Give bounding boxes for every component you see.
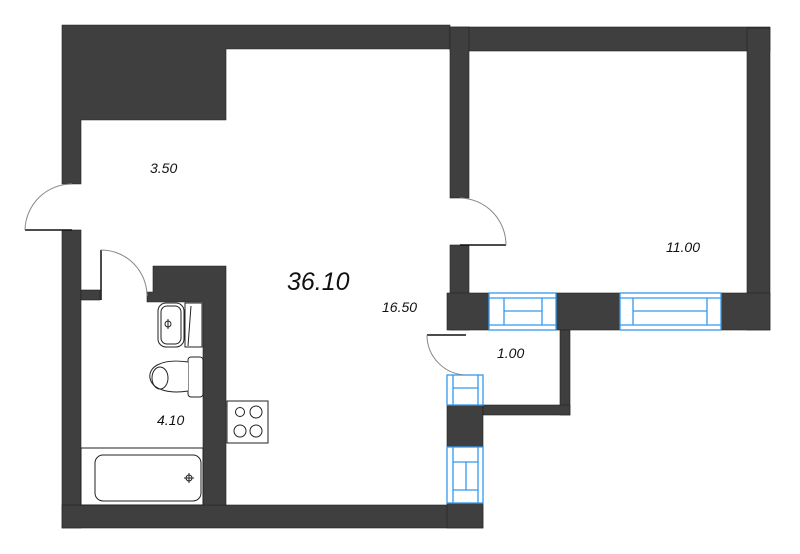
stove-icon <box>226 400 269 444</box>
window-icon <box>488 292 557 331</box>
room-area-bathroom: 4.10 <box>157 412 185 428</box>
windows <box>446 292 722 504</box>
window-icon <box>446 446 484 504</box>
window-icon <box>446 374 484 406</box>
window-icon <box>619 292 722 331</box>
front-door-icon <box>24 183 73 231</box>
toilet-icon <box>149 356 204 398</box>
interior-door-icon <box>459 197 507 246</box>
fixtures <box>80 302 269 506</box>
room-area-living-kitchen: 16.50 <box>382 299 418 315</box>
sink-icon <box>157 302 203 348</box>
interior-door-icon <box>100 249 148 300</box>
doors <box>24 183 507 376</box>
bathtub-icon <box>80 447 204 506</box>
room-area-bedroom: 11.00 <box>666 239 700 255</box>
room-area-hall: 3.50 <box>150 160 178 176</box>
walls <box>61 24 771 529</box>
total-area-label: 36.10 <box>287 268 350 296</box>
room-area-balcony: 1.00 <box>497 345 525 361</box>
interior-door-icon <box>426 334 467 376</box>
